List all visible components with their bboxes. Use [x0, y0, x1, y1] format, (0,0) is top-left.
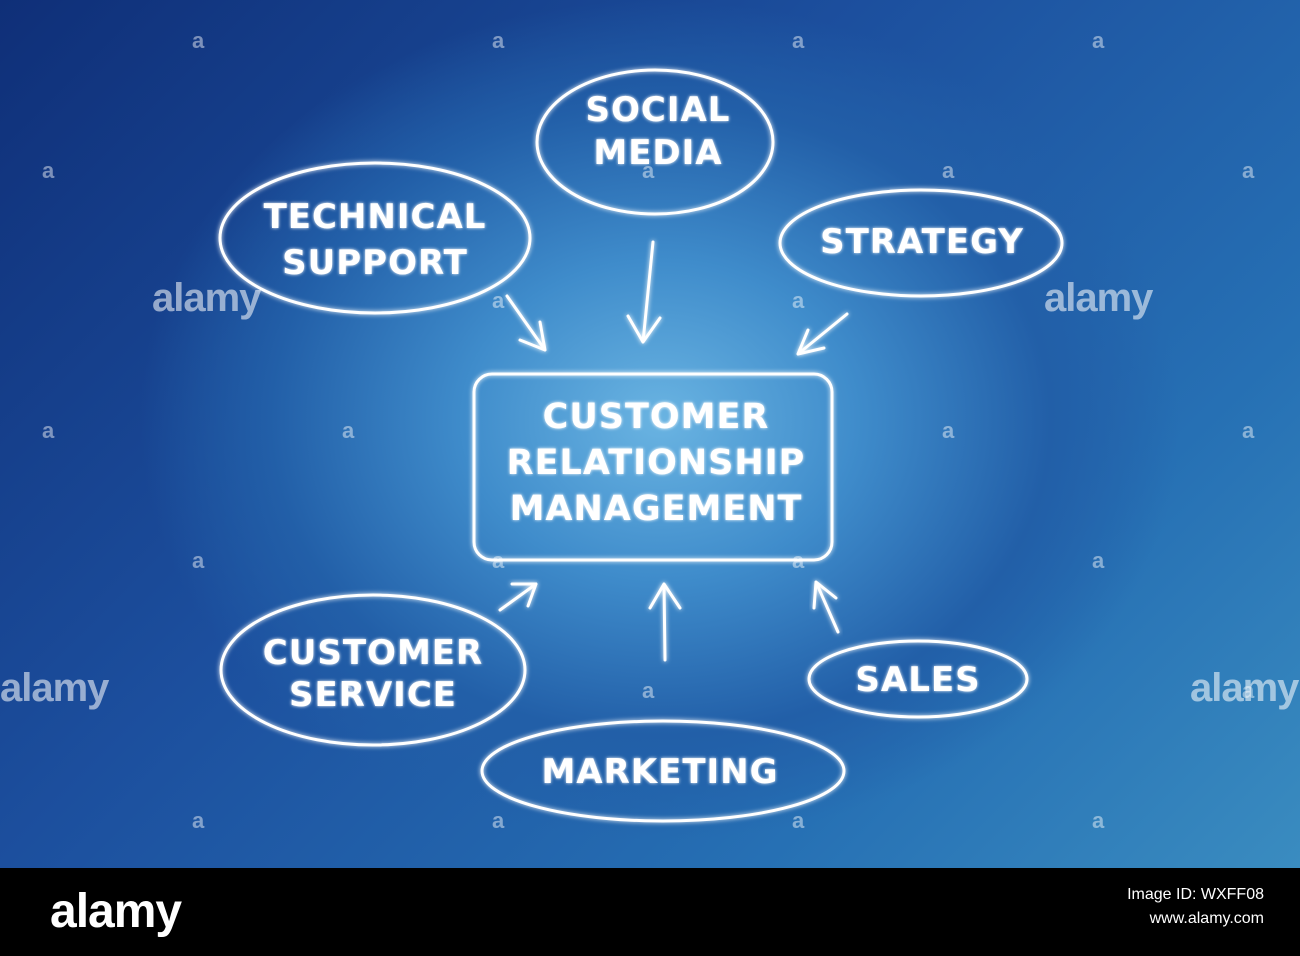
watermark-mark: a — [492, 808, 505, 833]
watermark-mark: a — [42, 158, 55, 183]
footer-logo: alamy — [50, 885, 182, 938]
arrow-social-media — [626, 240, 662, 344]
technical-support-label-line1: TECHNICAL — [264, 197, 487, 237]
node-sales — [807, 639, 1029, 719]
watermark-mark: a — [792, 28, 805, 53]
watermark-mark: a — [192, 548, 205, 573]
arrow-marketing — [648, 582, 682, 662]
social-media-label-line1: SOCIAL — [586, 90, 731, 130]
center-label-line3: MANAGEMENT — [510, 489, 803, 529]
watermark-mark: a — [42, 418, 55, 443]
watermark-mark: a — [492, 28, 505, 53]
node-marketing — [480, 719, 846, 823]
sales-label: SALES — [855, 660, 980, 700]
footer-bar — [0, 868, 1300, 956]
watermark-mark: a — [1242, 678, 1255, 703]
watermark-mark: a — [1092, 808, 1105, 833]
center-label-line1: CUSTOMER — [543, 397, 770, 437]
site-url: www.alamy.com — [1149, 910, 1264, 927]
watermark-mark: a — [192, 28, 205, 53]
node-customer-service — [219, 593, 527, 747]
image-id: Image ID: WXFF08 — [1127, 886, 1264, 903]
social-media-label-line2: MEDIA — [593, 133, 722, 173]
watermark-mark: a — [792, 288, 805, 313]
node-social-media — [535, 68, 775, 216]
marketing-label: MARKETING — [541, 752, 778, 792]
technical-support-label-line2: SUPPORT — [282, 243, 468, 283]
strategy-label: STRATEGY — [820, 222, 1024, 262]
arrow-technical-support — [505, 294, 547, 352]
watermark-mark: a — [642, 678, 655, 703]
arrow-customer-service — [498, 582, 538, 612]
node-strategy — [778, 188, 1064, 298]
watermark-logo: alamy — [152, 276, 261, 320]
customer-service-label-line1: CUSTOMER — [263, 633, 483, 673]
center-box — [472, 372, 834, 562]
arrow-strategy — [796, 312, 849, 356]
watermark-mark: a — [942, 418, 955, 443]
watermark-logo: alamy — [1190, 666, 1299, 710]
watermark-mark: a — [1242, 158, 1255, 183]
arrow-sales — [812, 580, 840, 634]
watermark-logo: alamy — [1044, 276, 1153, 320]
watermark-logo: alamy — [0, 666, 109, 710]
watermark-mark: a — [642, 158, 655, 183]
watermark-mark: a — [492, 288, 505, 313]
watermark-mark: a — [1242, 418, 1255, 443]
node-technical-support — [218, 161, 532, 315]
crm-diagram: CUSTOMER RELATIONSHIP MANAGEMENT SOCIAL … — [218, 68, 1064, 823]
watermark-mark: a — [1092, 548, 1105, 573]
watermark-mark: a — [1092, 28, 1105, 53]
watermark-mark: a — [192, 808, 205, 833]
watermark-mark: a — [342, 418, 355, 443]
watermark-mark: a — [942, 158, 955, 183]
watermark-mark: a — [342, 678, 355, 703]
center-label-line2: RELATIONSHIP — [507, 443, 806, 483]
blue-gradient-background — [0, 0, 1300, 868]
customer-service-label-line2: SERVICE — [289, 675, 457, 715]
watermark-mark: a — [792, 808, 805, 833]
